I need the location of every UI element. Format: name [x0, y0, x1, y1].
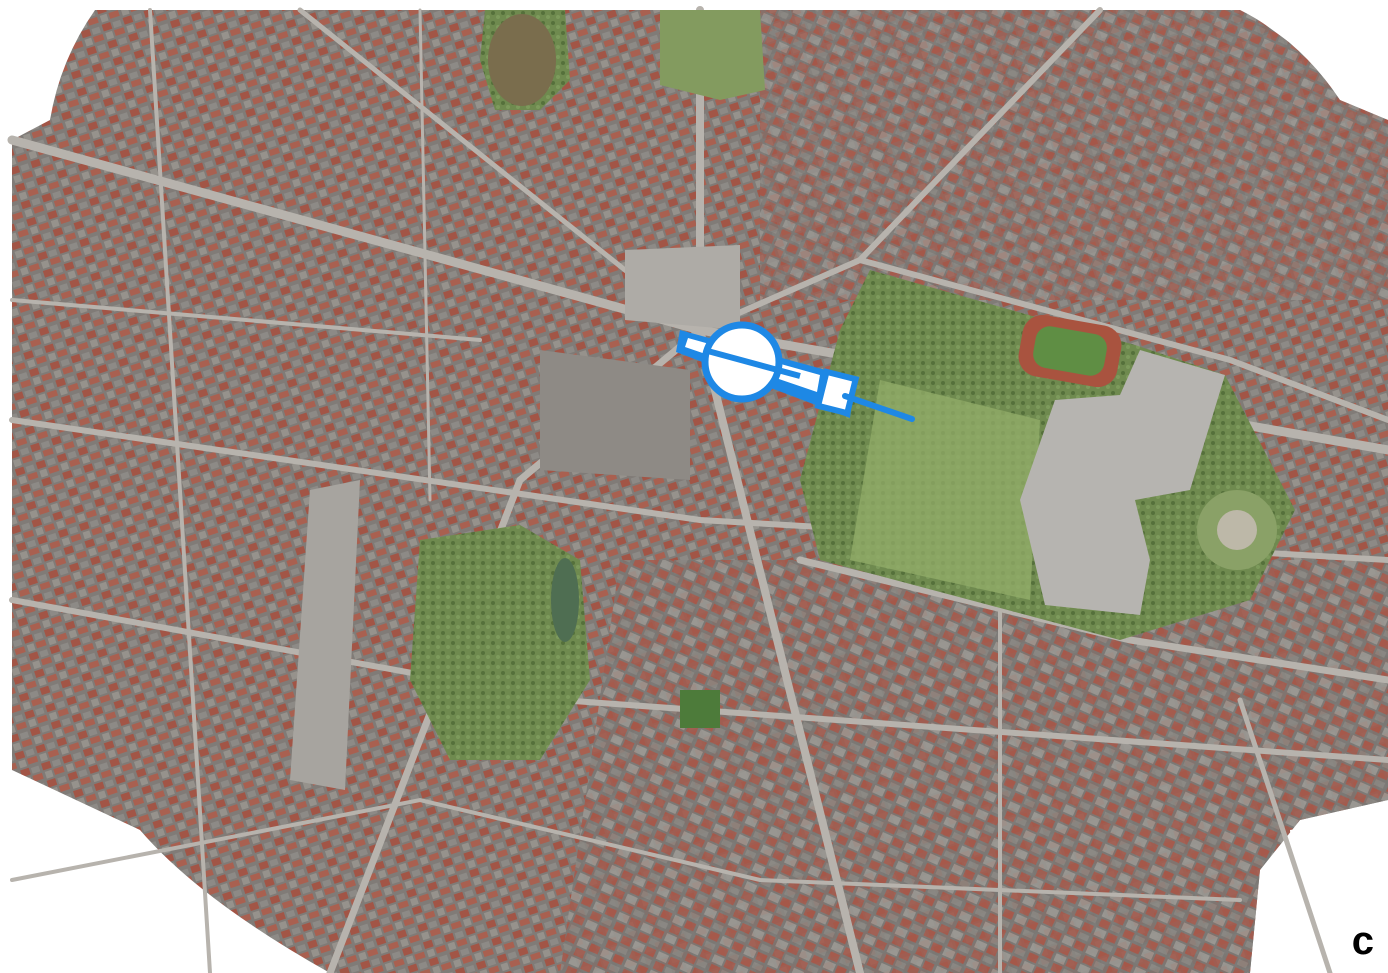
metro-station-marker-icon [676, 321, 915, 422]
building-complex-center [625, 245, 740, 330]
station-exit-box [814, 368, 860, 417]
museum-complex [1020, 350, 1225, 615]
track-infield [1033, 326, 1107, 376]
station-track-line [842, 393, 915, 422]
garden-north [660, 10, 765, 100]
outside-area-ne [1245, 10, 1388, 110]
sports-field [680, 690, 720, 728]
outside-area-nw [12, 10, 95, 140]
park-east-lawns [850, 380, 1040, 600]
urban-area-east [560, 560, 1388, 973]
pond-west [551, 558, 579, 642]
outside-area-sw [12, 780, 250, 973]
lake-north [488, 14, 556, 106]
station-hub-track [703, 347, 801, 379]
roundabout-east-inner [1217, 510, 1257, 550]
park-west [410, 525, 590, 760]
outside-frame-left [0, 0, 12, 973]
building-tower-west [290, 480, 360, 790]
urban-area-north-east [760, 10, 1388, 300]
building-block-south [540, 350, 690, 480]
panel-label: c [1351, 919, 1374, 963]
outside-frame-top [0, 0, 1388, 10]
